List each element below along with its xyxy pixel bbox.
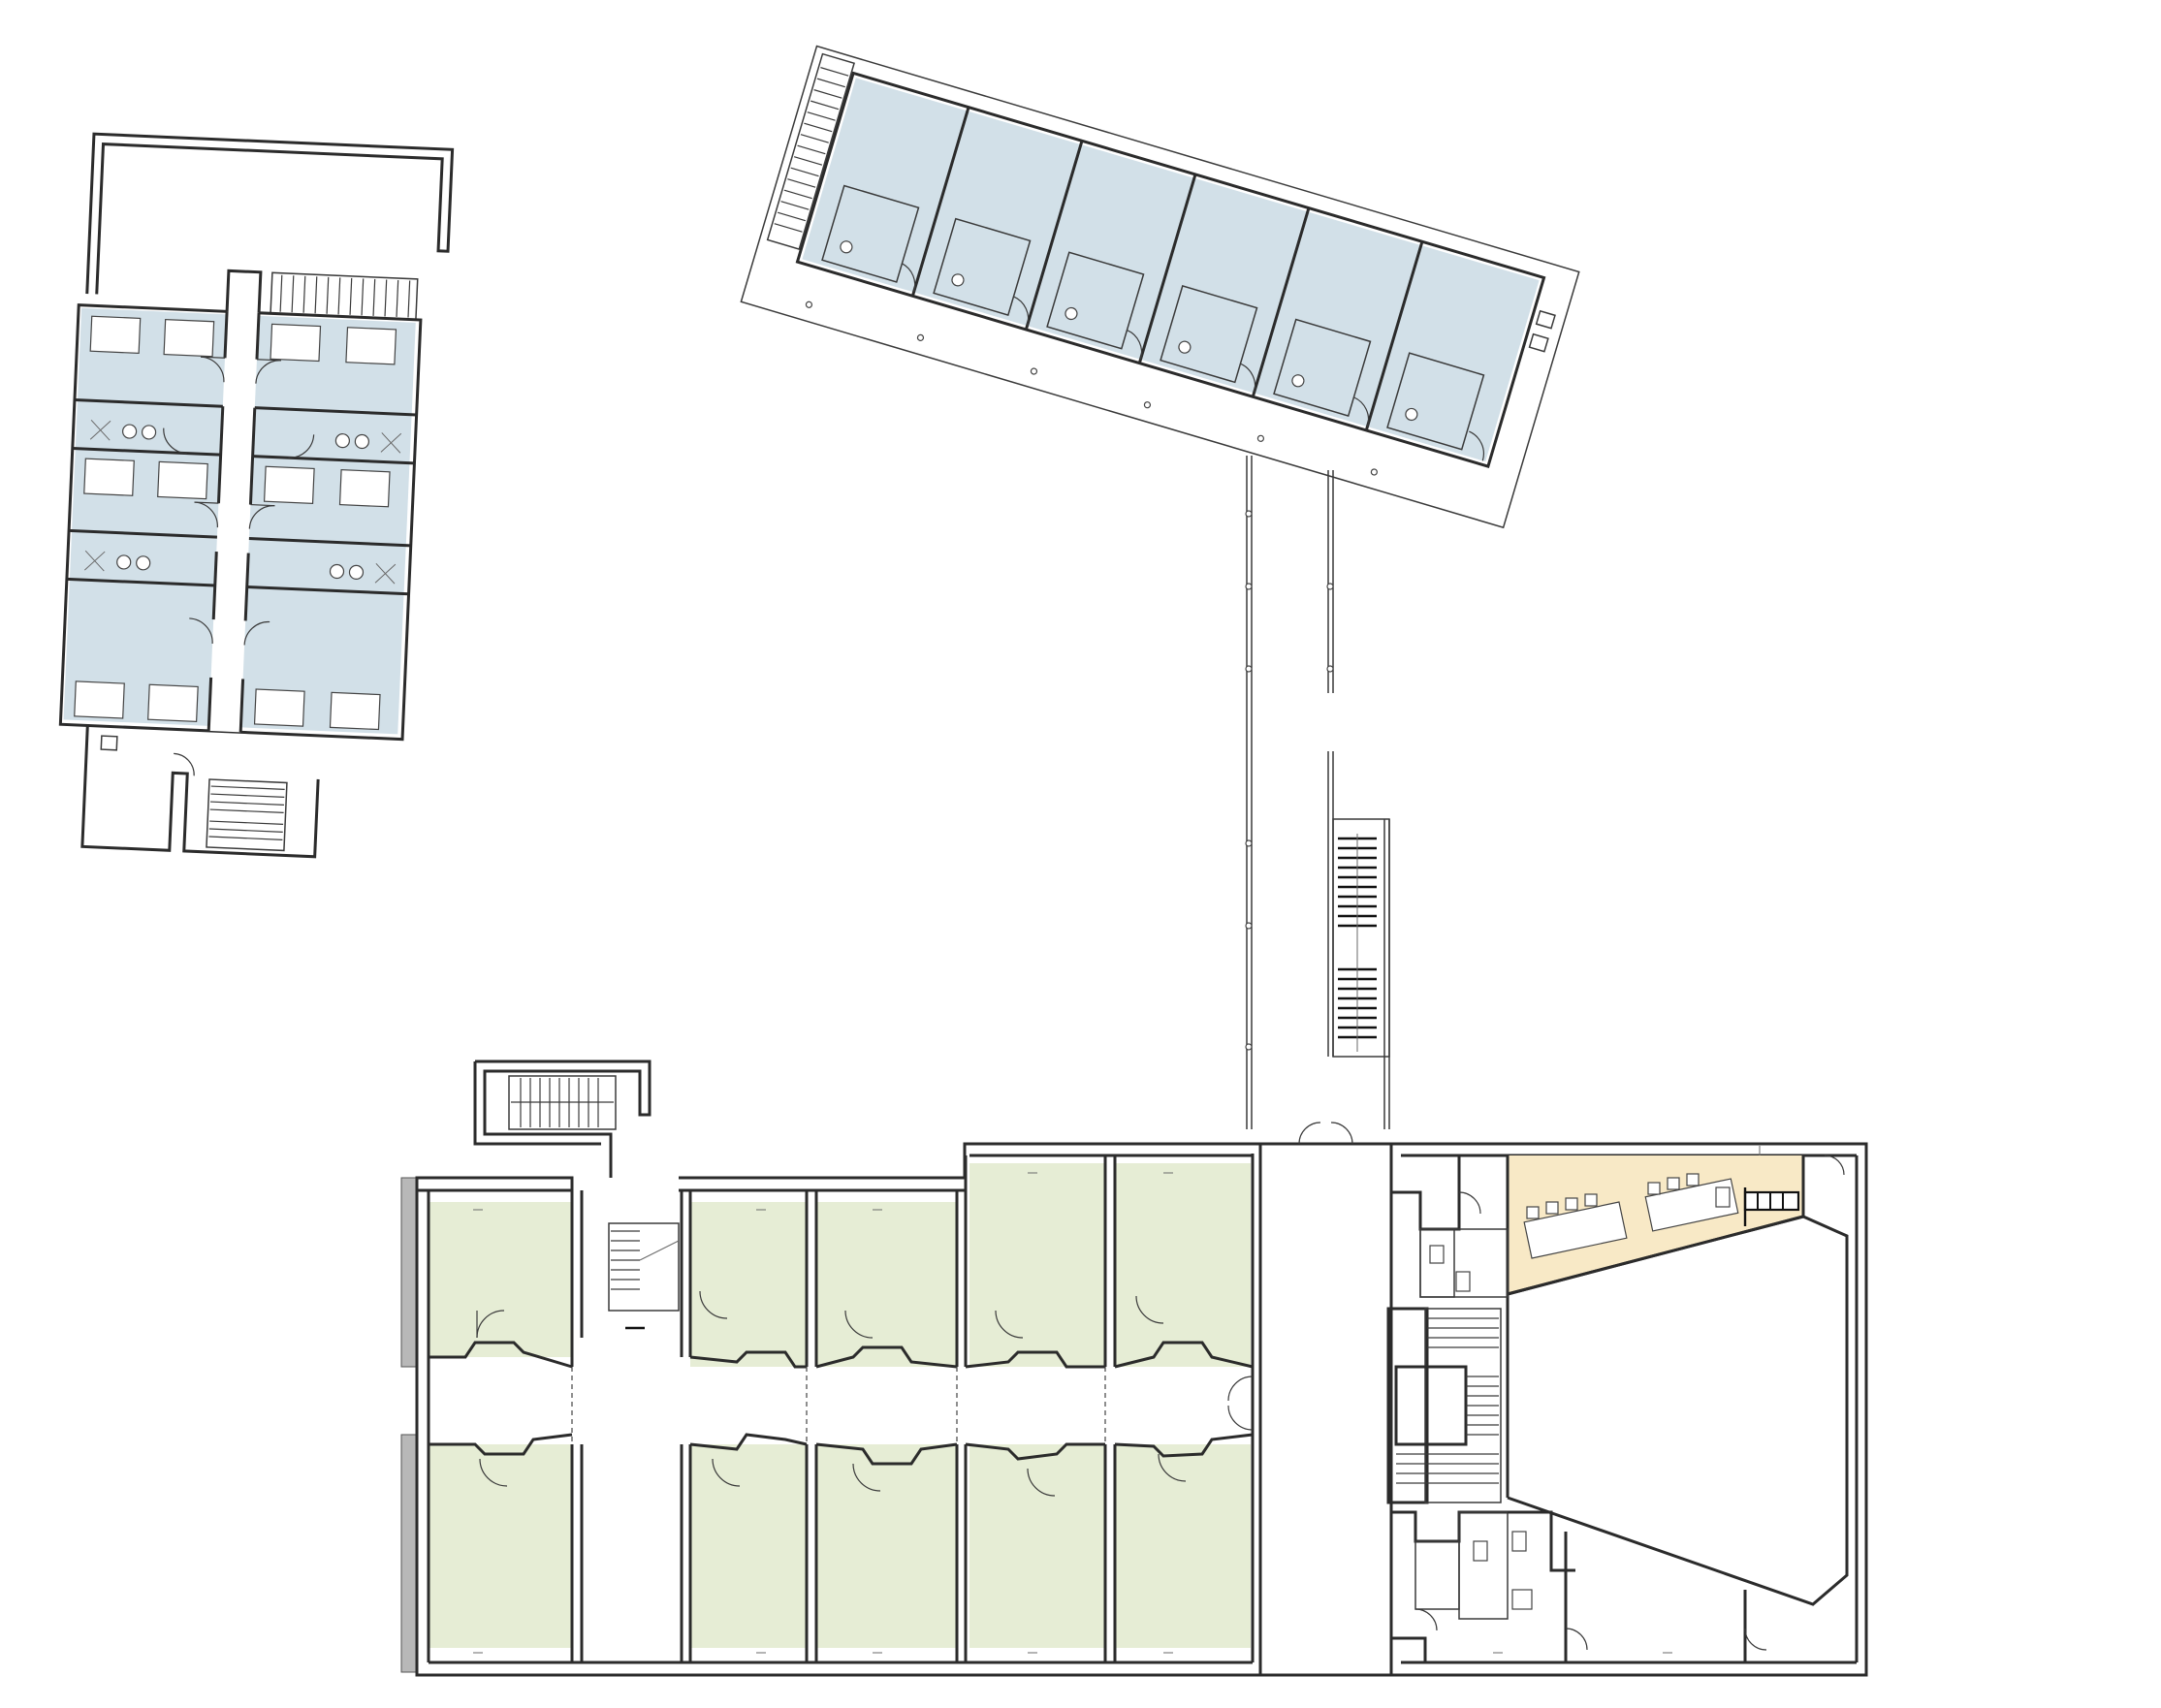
top-stair bbox=[270, 271, 419, 321]
courtyard-wall bbox=[85, 132, 455, 295]
angled-wing-floor bbox=[802, 78, 1540, 462]
classroom-stair bbox=[608, 1222, 680, 1330]
bathroom-fixtures bbox=[83, 419, 402, 585]
angled-wing-stair bbox=[766, 52, 855, 250]
angled-bedroom-wing bbox=[740, 45, 1580, 529]
exterior-stair bbox=[1332, 818, 1390, 1058]
covered-walkway bbox=[1245, 456, 1390, 1129]
large-hall bbox=[1507, 1215, 1849, 1606]
east-block bbox=[1260, 1122, 1868, 1677]
beds bbox=[74, 315, 397, 731]
lower-annex bbox=[80, 725, 320, 859]
classroom-block bbox=[400, 1060, 1262, 1677]
office-shelving bbox=[1743, 1187, 1800, 1226]
central-corridor bbox=[208, 311, 260, 733]
west-bedroom-wing bbox=[58, 132, 455, 859]
office-desks bbox=[1523, 1173, 1739, 1259]
lower-stair bbox=[206, 778, 288, 852]
service-core bbox=[1386, 1154, 1845, 1662]
classroom-floors bbox=[429, 1163, 1251, 1648]
north-stair-tower bbox=[473, 1060, 651, 1178]
west-cladding bbox=[400, 1177, 418, 1368]
